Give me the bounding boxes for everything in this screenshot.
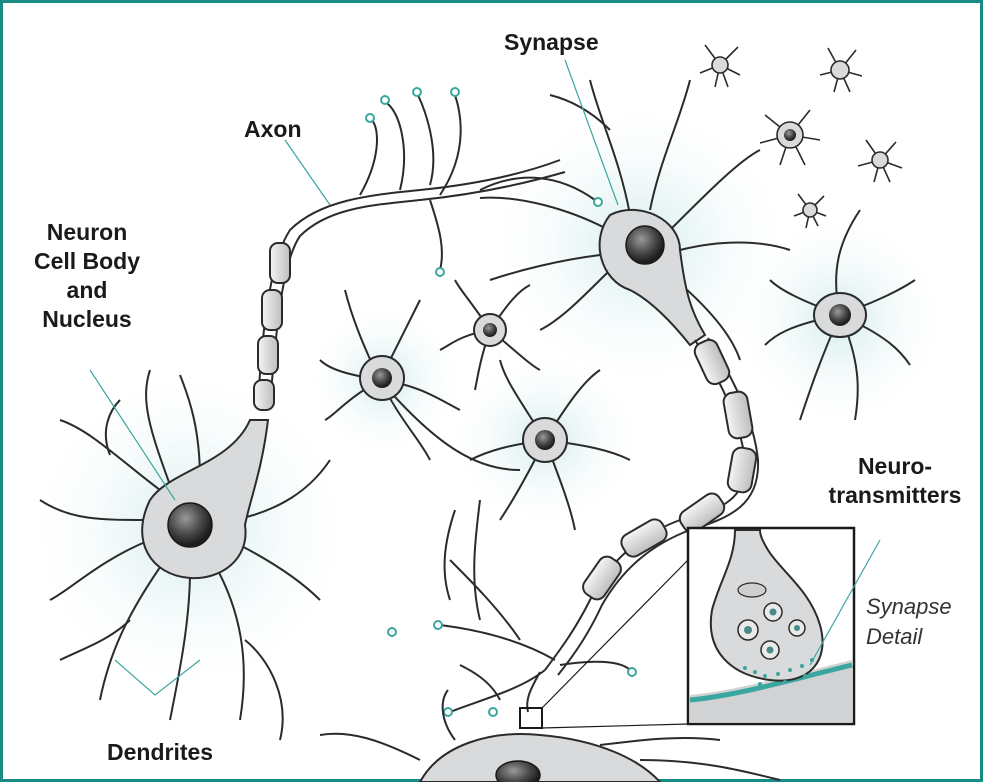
neurotransmitter [758, 682, 762, 686]
nucleus [535, 430, 555, 450]
neurotransmitter [800, 664, 804, 668]
nucleus [829, 304, 851, 326]
synapse-detail-inset [688, 528, 854, 724]
cell-body [712, 57, 728, 73]
axon-label: Axon [244, 115, 302, 144]
terminal-bulb [436, 268, 444, 276]
neurotransmitter [743, 666, 747, 670]
synapse-detail-label-line: Synapse [866, 592, 952, 622]
nucleus [372, 368, 392, 388]
neuron-cell-body-label: Neuron Cell Body and Nucleus [22, 218, 152, 334]
mitochondrion [738, 583, 766, 597]
terminal-bulb [434, 621, 442, 629]
myelin-segment [254, 380, 274, 410]
dendrite [320, 734, 420, 760]
myelin-segment [726, 446, 757, 493]
terminal-bulb [413, 88, 421, 96]
neurotransmitter [788, 668, 792, 672]
terminal-bulb [388, 628, 396, 636]
terminal-bulb [381, 96, 389, 104]
synapse-zoom-marker [520, 708, 542, 728]
dendrite [640, 760, 780, 780]
cell-body-label-line: Cell Body [22, 247, 152, 276]
upper-neuron-nucleus [626, 226, 664, 264]
myelin-segment [258, 336, 278, 374]
myelin-main [254, 243, 290, 410]
terminal-bulb [366, 114, 374, 122]
cell-body [831, 61, 849, 79]
bottom-neuron-nucleus [496, 761, 540, 782]
myelin-segment [270, 243, 290, 283]
terminal-branch [360, 120, 377, 195]
terminal-branch [474, 500, 480, 620]
neurotransmitter [803, 674, 807, 678]
nucleus [784, 129, 796, 141]
zoom-line [542, 724, 688, 728]
synapse-detail-label: Synapse Detail [866, 592, 952, 652]
vesicle-core [770, 609, 777, 616]
myelin-segment [722, 390, 754, 439]
terminal-branch [445, 510, 455, 600]
terminal-branch [430, 200, 442, 270]
cell-body [803, 203, 817, 217]
neurotransmitter [776, 672, 780, 676]
vesicle-core [794, 625, 800, 631]
vesicle-core [767, 647, 774, 654]
cell-body [872, 152, 888, 168]
terminal-branch [460, 665, 500, 700]
neurotransmitter [763, 674, 767, 678]
nucleus [483, 323, 497, 337]
neurotransmitters-label: Neuro- transmitters [820, 452, 970, 510]
terminal-bulb [444, 708, 452, 716]
myelin-segment [262, 290, 282, 330]
terminal-branch [385, 102, 404, 190]
synapse-detail-label-line: Detail [866, 622, 952, 652]
synapse-label: Synapse [504, 28, 599, 57]
terminal-bulb [451, 88, 459, 96]
terminal-bulb [594, 198, 602, 206]
neurotransmitters-label-line: transmitters [820, 481, 970, 510]
lower-terminal-bulbs [388, 621, 636, 716]
neurotransmitter [753, 670, 757, 674]
zoom-line [542, 560, 688, 708]
cell-body-label-line: Nucleus [22, 305, 152, 334]
terminal-branch [440, 95, 461, 195]
terminal-branch [440, 625, 555, 660]
dendrites-label: Dendrites [107, 738, 213, 767]
main-neuron-nucleus [168, 503, 212, 547]
cell-body-label-line: and [22, 276, 152, 305]
vesicle-core [744, 626, 752, 634]
terminal-bulb [489, 708, 497, 716]
neurotransmitter [783, 680, 787, 684]
dendrite [600, 738, 720, 745]
myelin-segment [618, 516, 670, 560]
terminal-bulb [628, 668, 636, 676]
terminal-branch [560, 662, 630, 670]
leader-axon [285, 140, 330, 205]
terminal-branch [418, 95, 433, 185]
neurotransmitters-label-line: Neuro- [820, 452, 970, 481]
cell-body-label-line: Neuron [22, 218, 152, 247]
